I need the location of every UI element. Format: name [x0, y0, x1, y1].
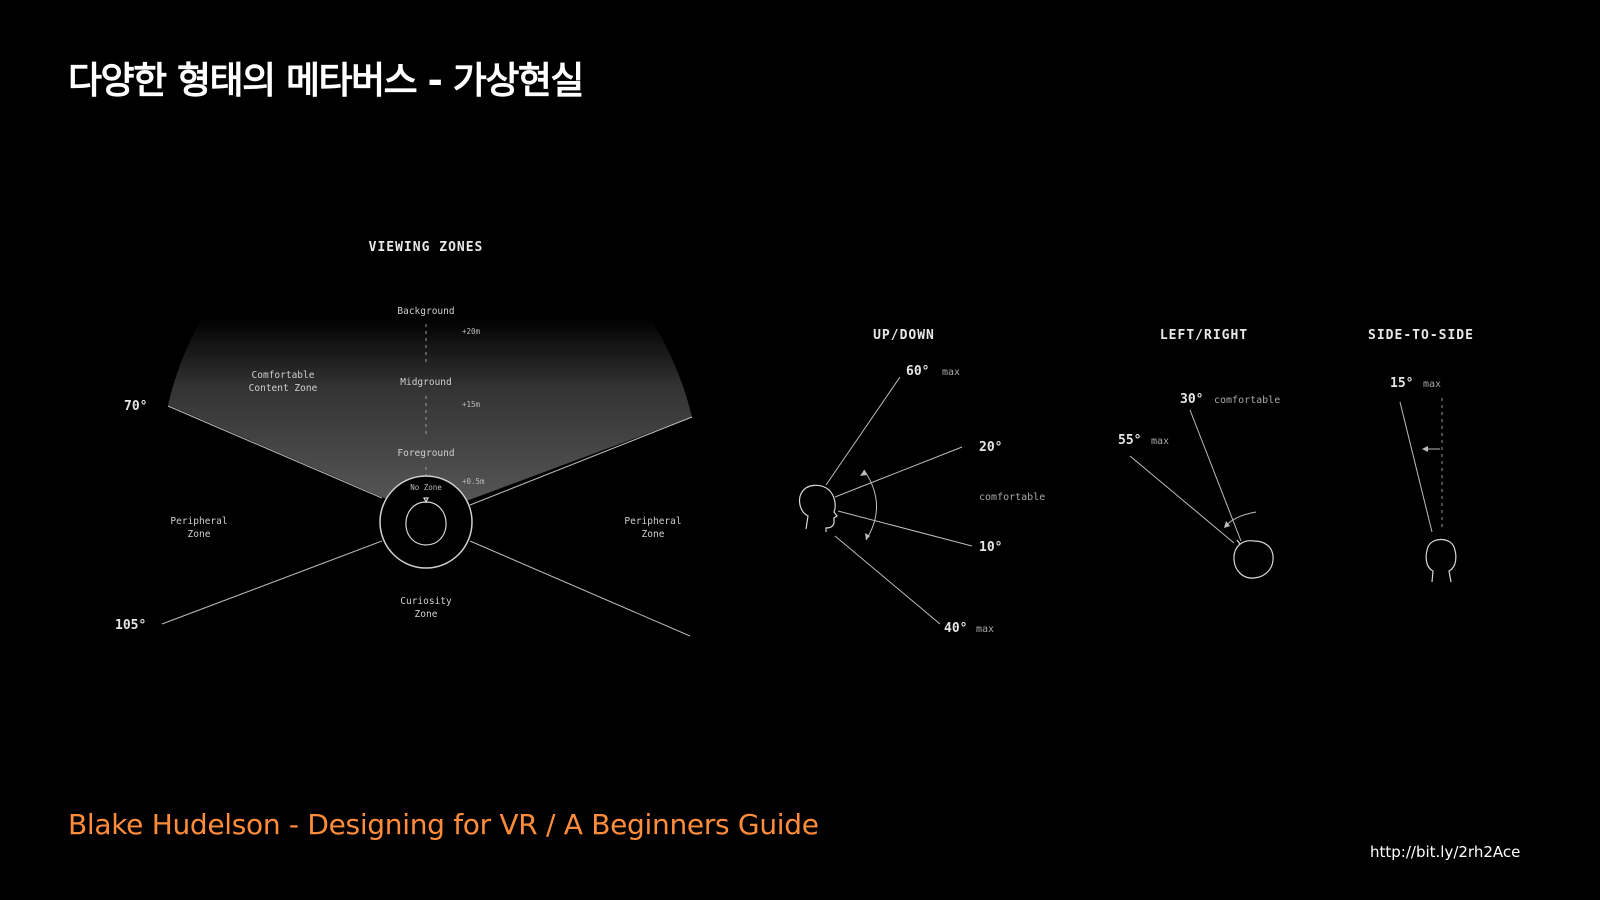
viewing-zones-diagram: VIEWING ZONES 70° 105° Background Midgro… — [115, 240, 693, 637]
source-url[interactable]: http://bit.ly/2rh2Ace — [1370, 843, 1521, 861]
up-max-line — [825, 376, 901, 486]
midground-label: Midground — [400, 377, 451, 388]
boundary-line-105-left — [161, 540, 383, 625]
max-line-55 — [1129, 455, 1235, 544]
boundary-line-right-top — [469, 416, 693, 506]
peripheral-zone-left-2: Zone — [188, 529, 211, 540]
down-max-angle: 40° — [944, 621, 967, 636]
comfortable-zone-wedge — [168, 318, 692, 516]
comf-line-30 — [1189, 409, 1242, 542]
max-note: max — [1151, 436, 1169, 447]
top-head-icon — [405, 497, 447, 546]
max-angle-55: 55° — [1118, 433, 1141, 448]
background-label: Background — [397, 306, 454, 317]
distance-fg-label: +0.5m — [462, 477, 485, 486]
angle-70-label: 70° — [124, 399, 147, 414]
peripheral-zone-right-2: Zone — [642, 529, 665, 540]
up-comf-line — [834, 446, 963, 498]
tilt-arrow-head — [1422, 446, 1428, 452]
peripheral-zone-left-1: Peripheral — [170, 516, 227, 527]
comfortable-zone-label-1: Comfortable — [252, 370, 315, 381]
up-comf-angle: 20° — [979, 440, 1002, 455]
up-down-diagram: UP/DOWN 60° max 20° comfortable 10° 40° … — [798, 328, 1045, 636]
comfortable-zone-label-2: Content Zone — [249, 383, 318, 394]
no-zone-label: No Zone — [410, 483, 442, 492]
boundary-line-right-bottom — [469, 540, 691, 637]
top-head-icon-lr — [1233, 539, 1274, 579]
left-right-diagram: LEFT/RIGHT 30° comfortable 55° max — [1118, 328, 1280, 579]
comf-note: comfortable — [1214, 395, 1280, 406]
no-zone-circle — [379, 475, 473, 569]
foreground-label: Foreground — [397, 448, 454, 459]
side-max-angle: 15° — [1390, 376, 1413, 391]
side-to-side-title: SIDE-TO-SIDE — [1368, 328, 1474, 343]
slide-title: 다양한 형태의 메타버스 - 가상현실 — [68, 59, 584, 102]
up-max-note: max — [942, 367, 960, 378]
source-credit: Blake Hudelson - Designing for VR / A Be… — [68, 808, 819, 841]
rotation-arrow — [1224, 521, 1230, 528]
up-max-angle: 60° — [906, 364, 929, 379]
curiosity-zone-1: Curiosity — [400, 596, 452, 607]
distance-mid-label: +15m — [462, 400, 481, 409]
up-down-title: UP/DOWN — [873, 328, 935, 343]
side-to-side-diagram: SIDE-TO-SIDE 15° max — [1368, 328, 1474, 583]
side-max-note: max — [1423, 379, 1441, 390]
down-comf-line — [837, 510, 973, 547]
side-head-icon — [798, 484, 838, 532]
front-head-icon — [1425, 538, 1457, 583]
tilt-line-15 — [1399, 401, 1433, 533]
left-right-title: LEFT/RIGHT — [1160, 328, 1248, 343]
arc-arrow-up — [860, 470, 867, 476]
curiosity-zone-2: Zone — [415, 609, 438, 620]
comf-angle-30: 30° — [1180, 392, 1203, 407]
arc-arrow-down — [865, 533, 870, 540]
boundary-line-70-top — [167, 405, 383, 499]
distance-bg-label: +20m — [462, 327, 481, 336]
viewing-zones-title: VIEWING ZONES — [369, 240, 484, 255]
down-comf-angle: 10° — [979, 540, 1002, 555]
comfort-arc — [863, 469, 877, 541]
peripheral-zone-right-1: Peripheral — [624, 516, 681, 527]
down-max-note: max — [976, 624, 994, 635]
angle-105-label: 105° — [115, 618, 146, 633]
comfortable-note: comfortable — [979, 492, 1045, 503]
down-max-line — [834, 535, 941, 625]
